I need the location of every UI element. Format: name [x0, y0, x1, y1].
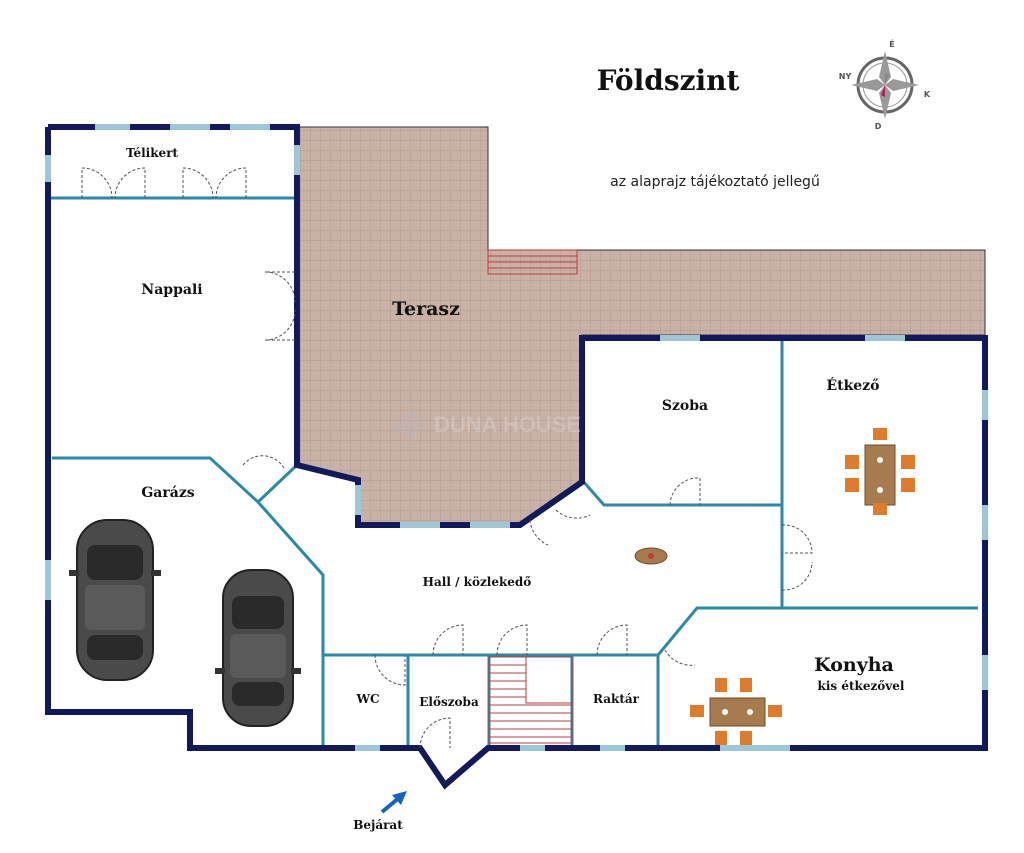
room-label-wc: WC [355, 692, 379, 706]
car-right [215, 569, 301, 727]
compass-south: D [875, 122, 882, 131]
plan-title: Földszint [597, 64, 740, 97]
stairs [488, 656, 573, 744]
room-label-eloszoba: Előszoba [419, 695, 479, 709]
dining-table-etkezo [845, 428, 915, 515]
room-label-etkezo: Étkező [826, 376, 879, 394]
outer-walls [45, 124, 988, 790]
doors [81, 167, 813, 749]
windows [45, 124, 988, 751]
entrance-arrow-icon [380, 791, 407, 814]
room-label-raktar: Raktár [593, 692, 640, 706]
room-label-hall: Hall / közlekedő [423, 575, 532, 589]
room-label-szoba: Szoba [662, 398, 708, 414]
compass-north: É [889, 38, 894, 49]
room-label-garazs: Garázs [141, 485, 194, 501]
plan-note: az alaprajz tájékoztató jellegű [610, 174, 820, 190]
dining-table-konyha [690, 678, 782, 745]
room-label-telikert: Télikert [126, 146, 179, 160]
compass-icon: É D K NY [839, 38, 931, 131]
compass-east: K [924, 90, 931, 99]
watermark-text: DUNA HOUSE [434, 412, 581, 437]
terrace-steps [487, 249, 578, 275]
room-label-konyha: Konyha [814, 654, 894, 676]
room-label-konyha-sub: kis étkezővel [818, 679, 905, 693]
room-label-terasz: Terasz [392, 298, 460, 320]
compass-west: NY [839, 72, 852, 81]
room-label-nappali: Nappali [141, 282, 202, 298]
entrance-label: Bejárat [353, 818, 403, 832]
watermark: DUNA HOUSE [393, 408, 581, 442]
car-left [69, 519, 161, 681]
